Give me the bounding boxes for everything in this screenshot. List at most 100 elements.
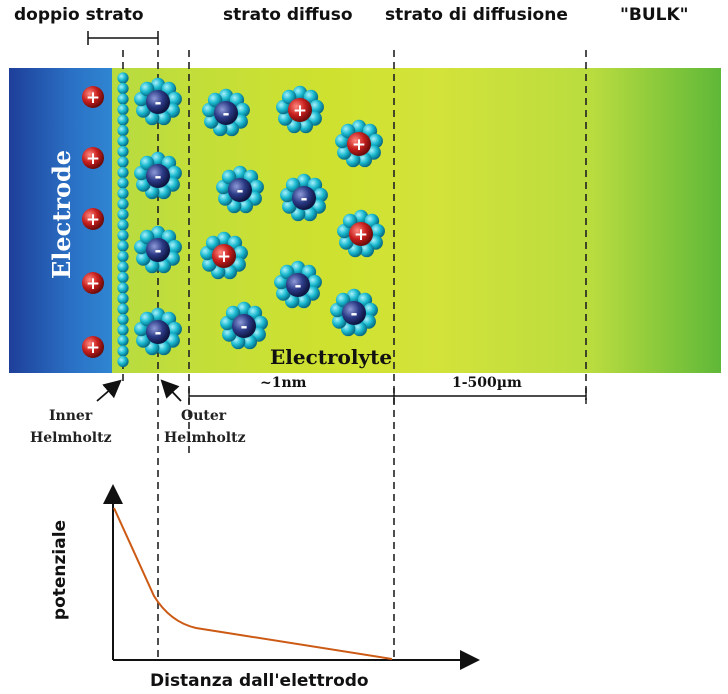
minus-sign: - — [154, 167, 161, 187]
water-molecule — [117, 156, 129, 168]
water-molecule — [156, 258, 172, 274]
electrode-cation: + — [82, 336, 104, 358]
double-layer-bracket — [87, 31, 159, 45]
dimension-nm-label: ~1nm — [260, 375, 307, 391]
water-molecule — [282, 199, 297, 214]
water-molecule — [370, 223, 385, 239]
cation-core — [347, 132, 371, 156]
cation-core — [349, 222, 373, 246]
water-molecule — [117, 93, 129, 105]
minus-sign: - — [236, 181, 243, 201]
solvated-anion: - — [134, 225, 182, 274]
plus-sign: + — [217, 247, 231, 267]
anion-core — [146, 320, 170, 344]
inner-helmholtz-label: Inner Helmholtz — [30, 405, 112, 449]
water-molecule — [117, 187, 129, 200]
solvated-cation: + — [200, 231, 248, 280]
solvated-anion: - — [220, 301, 268, 350]
diffuse-layer-label: strato diffuso — [223, 5, 353, 25]
cation-core — [82, 272, 104, 294]
plus-sign: + — [352, 135, 366, 155]
water-molecule — [238, 198, 254, 214]
water-molecule — [249, 179, 264, 195]
water-molecule — [150, 225, 166, 241]
water-molecule — [117, 135, 129, 147]
anion-core — [146, 164, 170, 188]
anion-core — [146, 238, 170, 262]
water-molecule — [204, 114, 219, 129]
solvated-anion: - — [330, 288, 378, 337]
electrode-cation: + — [82, 86, 104, 108]
water-molecule — [290, 260, 306, 276]
inner-helmholtz-label-line2: Helmholtz — [30, 430, 112, 446]
water-molecule — [309, 99, 324, 115]
water-molecule — [117, 303, 129, 315]
solvated-anion: - — [202, 88, 250, 137]
water-molecule — [298, 118, 314, 134]
water-molecule — [242, 334, 258, 350]
water-molecule — [224, 121, 240, 137]
minus-sign: - — [240, 317, 247, 337]
cation-core — [82, 147, 104, 169]
cation-core — [212, 244, 236, 268]
water-molecule — [233, 245, 248, 261]
solvated-cation: + — [335, 119, 383, 168]
water-molecule — [339, 235, 354, 250]
water-molecule — [353, 209, 369, 225]
water-molecule — [167, 91, 182, 107]
cation-core — [82, 208, 104, 230]
water-molecule — [156, 340, 172, 356]
water-molecule — [117, 282, 129, 294]
plus-sign: + — [86, 210, 100, 230]
water-molecule — [117, 261, 129, 273]
water-molecule — [218, 191, 233, 206]
water-molecule — [292, 85, 308, 101]
x-axis-label: Distanza dall'elettrodo — [150, 671, 369, 691]
outer-helmholtz-label-line2: Helmholtz — [164, 430, 246, 446]
water-molecule — [117, 271, 129, 284]
water-molecule — [363, 302, 378, 318]
water-molecule — [117, 292, 129, 305]
plus-sign: + — [86, 274, 100, 294]
minus-sign: - — [154, 323, 161, 343]
anion-core — [146, 90, 170, 114]
water-molecule — [352, 321, 368, 337]
solvated-anion: - — [216, 165, 264, 214]
dimension-um-label: 1-500µm — [452, 375, 522, 391]
double-layer-label: doppio strato — [14, 5, 144, 25]
water-molecule — [346, 288, 362, 304]
potential-curve — [113, 507, 393, 660]
inner-helmholtz-label-line1: Inner — [49, 408, 93, 424]
bulk-label: "BULK" — [620, 5, 689, 25]
water-molecule — [150, 77, 166, 93]
water-molecule — [117, 313, 129, 326]
inner-helmholtz-water-column — [117, 72, 129, 368]
water-molecule — [117, 345, 129, 357]
water-molecule — [117, 177, 129, 189]
outer-helmholtz-arrow — [160, 379, 182, 402]
outer-helmholtz-label-line1: Outer — [181, 408, 227, 424]
water-molecule — [359, 242, 375, 258]
solvated-anion: - — [134, 307, 182, 356]
water-molecule — [202, 257, 217, 272]
solvated-anion: - — [134, 77, 182, 126]
minus-sign: - — [154, 93, 161, 113]
plus-sign: + — [354, 225, 368, 245]
water-molecule — [222, 264, 238, 280]
water-molecule — [117, 124, 129, 137]
plus-sign: + — [86, 88, 100, 108]
plus-sign: + — [86, 149, 100, 169]
water-molecule — [337, 145, 352, 160]
water-molecule — [150, 151, 166, 167]
solvated-anion: - — [280, 173, 328, 222]
water-molecule — [236, 301, 252, 317]
water-molecule — [307, 274, 322, 290]
minus-sign: - — [222, 104, 229, 124]
water-molecule — [117, 208, 129, 221]
anion-core — [214, 101, 238, 125]
water-molecule — [296, 293, 312, 309]
water-molecule — [167, 165, 182, 181]
water-molecule — [235, 102, 250, 118]
water-molecule — [117, 72, 129, 84]
